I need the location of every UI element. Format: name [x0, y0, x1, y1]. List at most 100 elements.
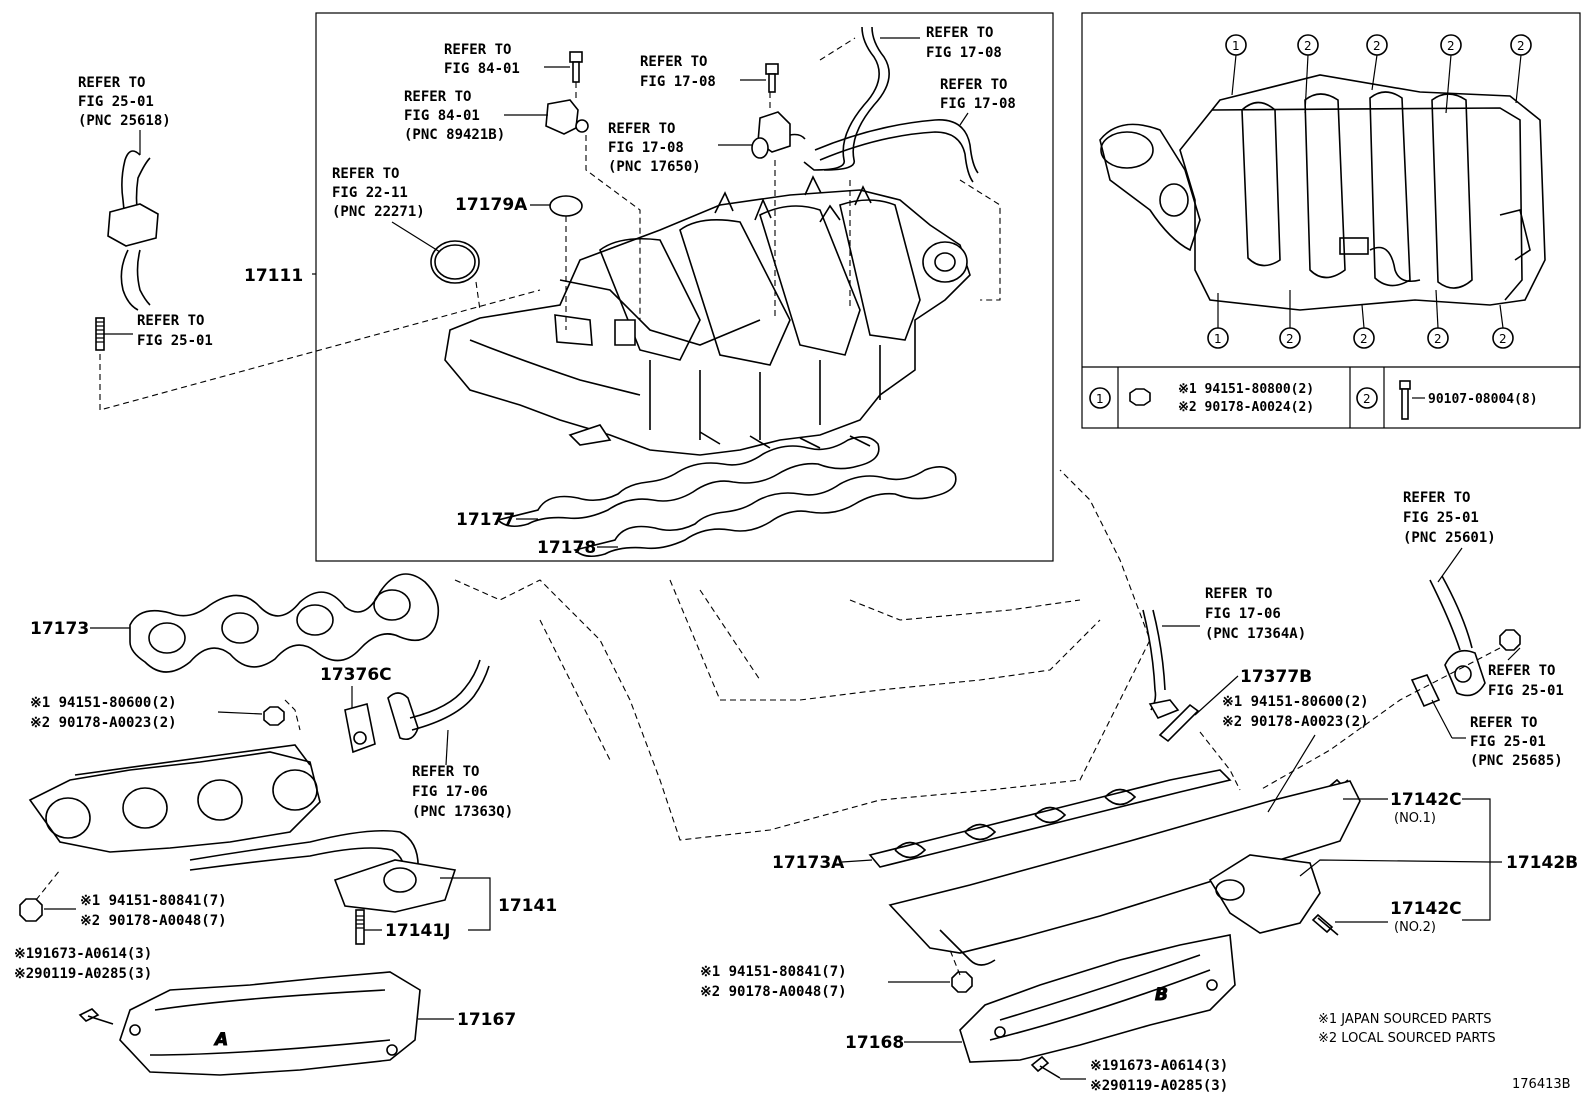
ref-label-17-08-hose-b: REFER TO FIG 17-08	[940, 77, 1016, 126]
svg-text:FIG 25-01: FIG 25-01	[1488, 683, 1564, 699]
bolt-icon	[1399, 380, 1411, 420]
stud-17141J	[355, 909, 365, 945]
svg-text:FIG 17-06: FIG 17-06	[1205, 606, 1281, 622]
svg-text:2: 2	[1499, 332, 1507, 346]
fastener-label-nut-c: ※1 94151-80841(7) ※2 90178-A0048(7)	[44, 893, 227, 929]
svg-text:(PNC 25685): (PNC 25685)	[1470, 753, 1563, 769]
bolt-17-08	[765, 63, 779, 93]
egr-pipe-17364A	[1142, 609, 1180, 720]
exhaust-gasket-17173	[129, 573, 440, 673]
svg-text:(PNC 17650): (PNC 17650)	[608, 159, 701, 175]
svg-text:REFER TO: REFER TO	[78, 75, 145, 91]
svg-text:FIG 22-11: FIG 22-11	[332, 185, 408, 201]
svg-text:REFER TO: REFER TO	[1403, 490, 1470, 506]
nut-left-top	[263, 706, 285, 726]
svg-text:(PNC 25618): (PNC 25618)	[78, 113, 171, 129]
fastener-label-nut-d: ※1 94151-80841(7) ※2 90178-A0048(7)	[700, 964, 950, 1000]
legend-callout-2	[1356, 387, 1378, 409]
nut-right-bottom	[951, 971, 973, 993]
part-number-17173A: 17173A	[772, 853, 845, 873]
ref-label-17650: REFER TO FIG 17-08 (PNC 17650)	[608, 121, 752, 175]
svg-text:2: 2	[1304, 39, 1312, 53]
gasket-17377B	[1158, 703, 1200, 743]
svg-text:2: 2	[1447, 39, 1455, 53]
pcv-hose-25618	[107, 150, 159, 311]
legend-callout-1	[1089, 387, 1111, 409]
ref-label-17364A: REFER TO FIG 17-06 (PNC 17364A)	[1162, 586, 1306, 642]
svg-text:REFER TO: REFER TO	[1470, 715, 1537, 731]
hose-17-08	[803, 26, 979, 183]
ref-label-84-01-a: REFER TO FIG 84-01	[444, 42, 570, 77]
svg-text:※2 90178-A0024(2): ※2 90178-A0024(2)	[1178, 400, 1314, 415]
callout-1-topleft: 1	[1225, 34, 1247, 96]
diagram-id: 176413B	[1512, 1077, 1571, 1092]
svg-text:(PNC 22271): (PNC 22271)	[332, 204, 425, 220]
o-ring-17179A	[549, 195, 583, 217]
heat-insulator-17167: A	[119, 971, 421, 1076]
ref-label-25-01-left: REFER TO FIG 25-01	[104, 313, 213, 349]
stud-17142C-2	[1311, 913, 1339, 936]
svg-text:FIG 25-01: FIG 25-01	[137, 333, 213, 349]
ref-label-22-11: REFER TO FIG 22-11 (PNC 22271)	[332, 166, 441, 253]
part-number-17111: 17111	[244, 266, 303, 286]
part-number-17179A: 17179A	[455, 195, 528, 215]
svg-text:※290119-A0285(3): ※290119-A0285(3)	[1090, 1078, 1228, 1094]
svg-text:※2 90178-A0048(7): ※2 90178-A0048(7)	[700, 984, 847, 1000]
svg-text:FIG 25-01: FIG 25-01	[78, 94, 154, 110]
egr-pipe-17363Q	[387, 659, 490, 741]
svg-text:FIG 84-01: FIG 84-01	[444, 61, 520, 77]
svg-text:※191673-A0614(3): ※191673-A0614(3)	[14, 946, 152, 962]
part-number-17142C-no1: 17142C	[1390, 790, 1462, 810]
svg-text:FIG 25-01: FIG 25-01	[1470, 734, 1546, 750]
svg-text:※290119-A0285(3): ※290119-A0285(3)	[14, 966, 152, 982]
svg-text:FIG 84-01: FIG 84-01	[404, 108, 480, 124]
gasket-17178-drawing	[573, 466, 957, 558]
part-number-17142B: 17142B	[1506, 853, 1578, 873]
svg-text:FIG 25-01: FIG 25-01	[1403, 510, 1479, 526]
svg-text:REFER TO: REFER TO	[926, 25, 993, 41]
svg-text:90107-08004(8): 90107-08004(8)	[1428, 392, 1538, 407]
bolt-location-inset: 1 2 2 2 2 1 2 2	[1081, 12, 1581, 429]
gasket-17376C	[344, 703, 376, 754]
note-japan-sourced: ※1 JAPAN SOURCED PARTS	[1318, 1012, 1492, 1027]
vsv-17650	[751, 111, 806, 159]
exhaust-manifold-right	[888, 780, 1361, 966]
heat-insulator-17168: B	[959, 934, 1236, 1063]
svg-text:REFER TO: REFER TO	[412, 764, 479, 780]
gasket-17177-drawing	[496, 436, 880, 528]
part-number-17177: 17177	[456, 510, 515, 530]
nut-25-01	[1499, 629, 1521, 651]
svg-text:REFER TO: REFER TO	[640, 54, 707, 70]
callout-2-g: 2	[1427, 289, 1449, 349]
callout-2-c: 2	[1440, 34, 1462, 114]
fastener-label-bolt-right: ※191673-A0614(3) ※290119-A0285(3)	[1060, 1058, 1228, 1094]
svg-text:2: 2	[1517, 39, 1525, 53]
svg-text:FIG 17-08: FIG 17-08	[640, 74, 716, 90]
svg-text:FIG 17-08: FIG 17-08	[608, 140, 684, 156]
callout-2-f: 2	[1353, 304, 1375, 349]
ref-label-25601: REFER TO FIG 25-01 (PNC 25601)	[1403, 490, 1496, 583]
gasket-22271	[430, 240, 480, 284]
svg-text:※2 90178-A0048(7): ※2 90178-A0048(7)	[80, 913, 227, 929]
svg-text:※1 94151-80800(2): ※1 94151-80800(2)	[1178, 382, 1314, 397]
callout-2-d: 2	[1510, 34, 1532, 104]
ref-label-84-01-b: REFER TO FIG 84-01 (PNC 89421B)	[404, 89, 548, 143]
svg-text:2: 2	[1363, 392, 1371, 406]
svg-text:※1 94151-80600(2): ※1 94151-80600(2)	[1222, 694, 1369, 710]
part-number-17377B: 17377B	[1240, 667, 1312, 687]
bolt-right	[1030, 1055, 1061, 1079]
part-number-17142C-no2: 17142C	[1390, 899, 1462, 919]
svg-text:※1 94151-80841(7): ※1 94151-80841(7)	[80, 893, 227, 909]
svg-text:1: 1	[1096, 392, 1104, 406]
fastener-label-bolt-left: ※191673-A0614(3) ※290119-A0285(3)	[14, 946, 152, 982]
svg-text:1: 1	[1232, 39, 1240, 53]
part-number-17167: 17167	[457, 1010, 516, 1030]
part-number-17376C: 17376C	[320, 665, 392, 685]
part-number-17142C-no1-sub: (NO.1)	[1394, 811, 1436, 826]
svg-text:(PNC 17364A): (PNC 17364A)	[1205, 626, 1306, 642]
callout-2-b: 2	[1366, 34, 1388, 91]
part-number-17141: 17141	[498, 896, 557, 916]
fastener-label-nut-b: ※1 94151-80600(2) ※2 90178-A0023(2)	[1222, 694, 1369, 813]
part-number-17142C-no2-sub: (NO.2)	[1394, 920, 1436, 935]
